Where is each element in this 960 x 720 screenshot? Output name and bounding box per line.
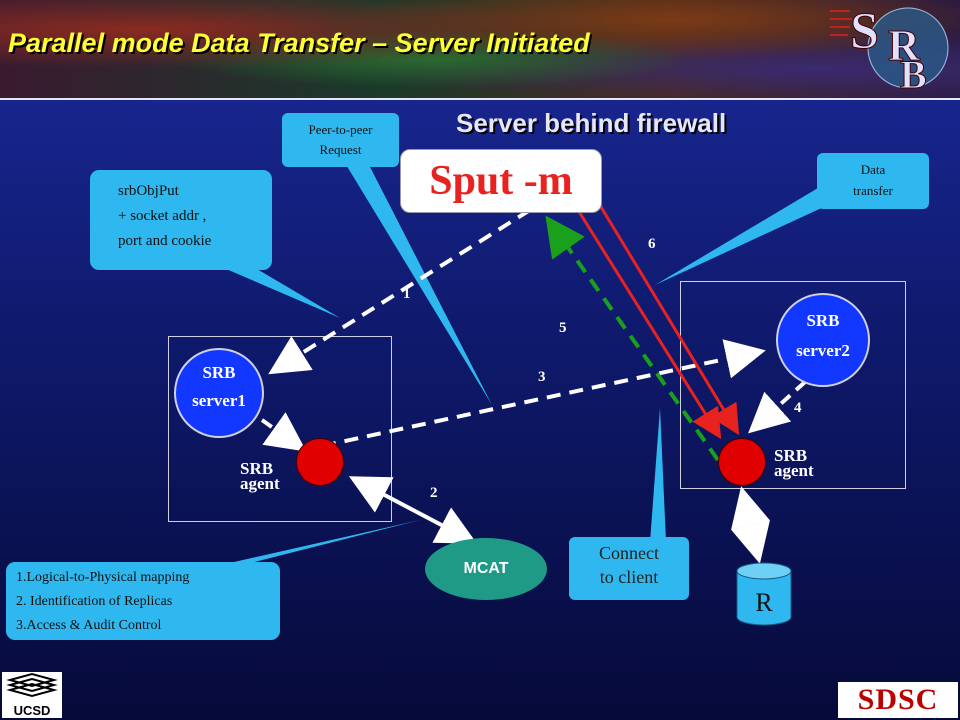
ucsd-emblem-icon — [6, 672, 58, 698]
srb-logo: S R B — [830, 3, 949, 96]
srbobjput-callout-tail — [210, 262, 340, 318]
slide-title: Parallel mode Data Transfer – Server Ini… — [8, 28, 590, 58]
step6-arrow-a — [576, 209, 722, 440]
mcat-func-3: 3.Access & Audit Control — [16, 618, 162, 633]
peer-line-1: Peer-to-peer — [308, 122, 373, 137]
agent2-label-2: agent — [774, 461, 814, 480]
data-transfer-callout-tail — [655, 188, 828, 285]
srb-server2: SRB server2 — [776, 293, 870, 387]
server1-to-agent1-arrow — [260, 412, 307, 452]
ucsd-text: UCSD — [13, 703, 51, 718]
logo-letter-b: B — [900, 52, 927, 96]
srbobjput-line-1: srbObjPut — [118, 183, 179, 199]
mcat-func-2: 2. Identification of Replicas — [16, 594, 173, 609]
agent1-label-1: SRB — [240, 459, 274, 478]
connect-to-client-callout: Connect to client — [569, 537, 689, 600]
step-1-label: 1 — [403, 286, 411, 302]
server1-label-1: SRB — [202, 363, 236, 382]
right-host-box — [680, 281, 906, 489]
mcat-functions-callout: 1.Logical-to-Physical mapping 2. Identif… — [6, 562, 280, 640]
ucsd-logo: UCSD — [2, 672, 62, 718]
header-banner — [0, 0, 960, 100]
srbobjput-callout: srbObjPut + socket addr , port and cooki… — [90, 170, 272, 270]
step-2-label: 2 — [430, 485, 438, 501]
subtitle: Server behind firewall — [456, 108, 727, 138]
step-5-label: 5 — [559, 320, 567, 336]
step-4-label: 4 — [794, 400, 802, 416]
data-transfer-line-1: Data — [860, 162, 886, 177]
agent2-resource-arrow — [731, 486, 770, 564]
logo-letter-r: R — [888, 21, 921, 70]
step4-arrow — [748, 380, 807, 434]
step-3-label: 3 — [538, 369, 546, 385]
agent2-label-1: SRB — [774, 446, 808, 465]
peer-callout-tail — [345, 163, 492, 405]
step2-arrow — [348, 476, 478, 544]
agent2-label: SRB agent — [774, 446, 814, 480]
sdsc-logo: SDSC — [838, 682, 958, 718]
connect-callout-tail — [650, 408, 666, 542]
mcat-func-1: 1.Logical-to-Physical mapping — [16, 570, 190, 585]
peer-request-callout: Peer-to-peer Request — [282, 113, 399, 167]
step1-arrow — [268, 208, 532, 375]
step5-arrow — [545, 215, 720, 462]
mcat-node: MCAT — [425, 538, 547, 600]
step3-arrow — [321, 339, 766, 448]
server2-label-1: SRB — [806, 311, 840, 330]
data-transfer-line-2: transfer — [853, 183, 893, 198]
peer-line-2: Request — [319, 142, 362, 157]
connect-line-2: to client — [599, 567, 659, 587]
srb-agent1-node — [296, 438, 344, 486]
server2-label-2: server2 — [796, 341, 850, 360]
connect-line-1: Connect — [599, 543, 659, 563]
srb-server1: SRB server1 — [174, 348, 264, 438]
srbobjput-line-2: + socket addr , — [118, 208, 207, 224]
server1-label-2: server1 — [192, 391, 246, 410]
logo-letter-s: S — [850, 3, 879, 60]
step6-arrow-b — [596, 201, 740, 436]
agent1-label-2: agent — [240, 474, 280, 493]
step-6-label: 6 — [648, 236, 656, 252]
srb-agent2-node — [718, 438, 766, 486]
sput-command: Sput -m — [400, 149, 602, 213]
data-transfer-callout: Data transfer — [817, 153, 929, 209]
srbobjput-line-3: port and cookie — [118, 233, 212, 249]
agent1-label: SRB agent — [240, 459, 280, 493]
